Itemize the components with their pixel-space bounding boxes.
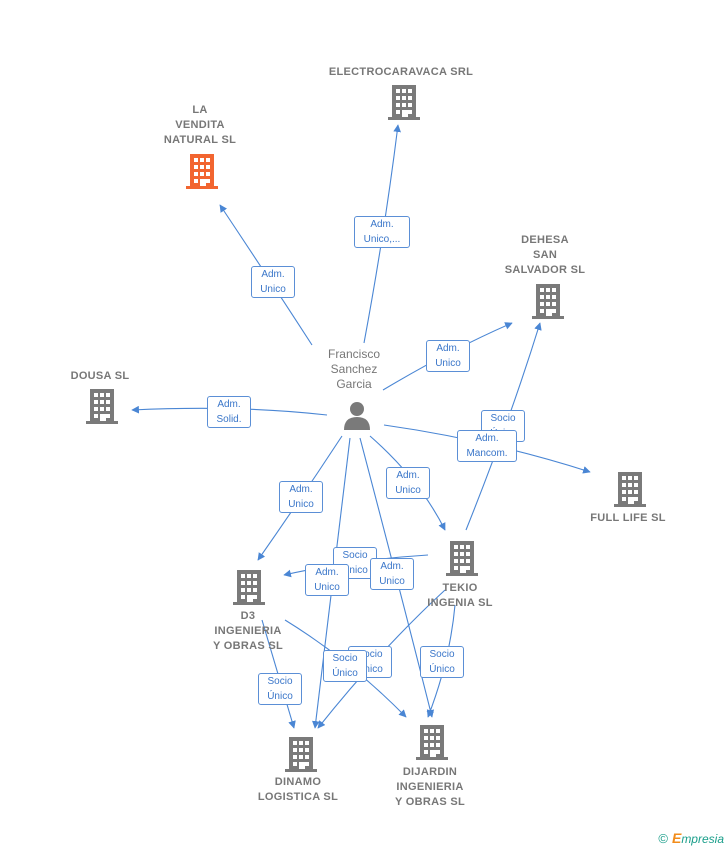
edge-label[interactable]: Adm. Unico — [386, 467, 430, 499]
edge-label[interactable]: Adm. Unico,... — [354, 216, 410, 248]
node-label: TEKIO INGENIA SL — [427, 582, 493, 609]
copyright-symbol: © — [658, 831, 668, 846]
node-label: FULL LIFE SL — [590, 512, 666, 524]
node-label: D3 INGENIERIA Y OBRAS SL — [212, 610, 284, 652]
node-label: DIJARDIN INGENIERIA Y OBRAS SL — [394, 766, 466, 808]
edge-label[interactable]: Socio Único — [420, 646, 464, 678]
building-icon — [416, 725, 448, 760]
edge-label[interactable]: Adm. Solid. — [207, 396, 251, 428]
node-label: DINAMO LOGISTICA SL — [257, 776, 339, 803]
person-label: Francisco Sanchez Garcia — [327, 347, 380, 391]
edge-label[interactable]: Adm. Unico — [426, 340, 470, 372]
edge-label[interactable]: Socio Único — [323, 650, 367, 682]
edge-label[interactable]: Adm. Unico — [370, 558, 414, 590]
node-label: LA VENDITA NATURAL SL — [163, 104, 237, 146]
node-label: ELECTROCARAVACA SRL — [328, 66, 474, 78]
building-icon — [446, 541, 478, 576]
building-icon — [186, 154, 218, 189]
building-icon — [233, 570, 265, 605]
edge-label[interactable]: Adm. Unico — [279, 481, 323, 513]
node-label: DOUSA SL — [70, 370, 130, 382]
brand-initial: E — [671, 830, 682, 846]
edge-label[interactable]: Adm. Unico — [305, 564, 349, 596]
building-icon — [388, 85, 420, 120]
building-icon — [614, 472, 646, 507]
building-icon — [532, 284, 564, 319]
edge-label[interactable]: Adm. Mancom. — [457, 430, 517, 462]
person-icon — [344, 402, 370, 430]
brand-name: mpresia — [681, 832, 724, 846]
edge-label[interactable]: Socio Único — [258, 673, 302, 705]
brand-footer: ©Empresia — [658, 830, 724, 846]
building-icon — [285, 737, 317, 772]
edge-label[interactable]: Adm. Unico — [251, 266, 295, 298]
edge-label[interactable]: Socio Único — [333, 547, 377, 579]
node-label: DEHESA SAN SALVADOR SL — [504, 234, 586, 276]
building-icon — [86, 389, 118, 424]
